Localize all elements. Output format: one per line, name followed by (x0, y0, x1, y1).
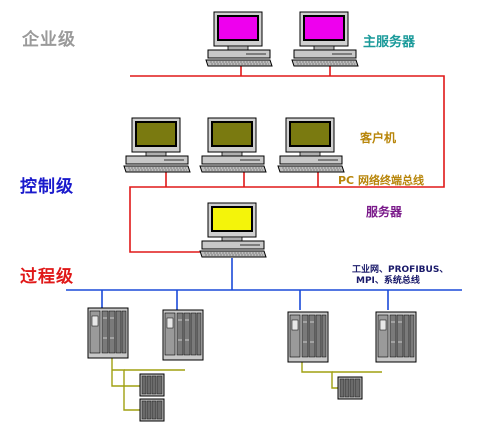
client-label: 客户机 (360, 131, 397, 145)
client-computer-2 (199, 117, 267, 173)
io-module-3 (337, 376, 363, 400)
main-server-computer-2 (291, 11, 359, 67)
client-computer-1 (123, 117, 191, 173)
client-computer-3 (277, 117, 345, 173)
process-level-label: 过程级 (20, 267, 74, 287)
server-computer (199, 202, 267, 258)
io-module-2 (139, 398, 165, 422)
io-links (111, 356, 382, 411)
fieldbus-label-line1: 工业网、PROFIBUS、 (352, 265, 449, 275)
plc-rack-2 (162, 309, 204, 361)
main-server-computer-1 (205, 11, 273, 67)
plc-rack-1 (87, 307, 129, 359)
pc-terminal-bus-label: PC 网络终端总线 (338, 174, 424, 187)
control-level-label: 控制级 (20, 177, 74, 197)
field-bus (66, 258, 462, 310)
plc-rack-4 (375, 311, 417, 363)
fieldbus-label-line2: MPI、系统总线 (356, 276, 420, 286)
main-server-label: 主服务器 (363, 35, 416, 50)
plc-rack-3 (287, 311, 329, 363)
enterprise-level-label: 企业级 (22, 30, 76, 50)
server-label: 服务器 (366, 205, 403, 219)
io-module-1 (139, 373, 165, 397)
